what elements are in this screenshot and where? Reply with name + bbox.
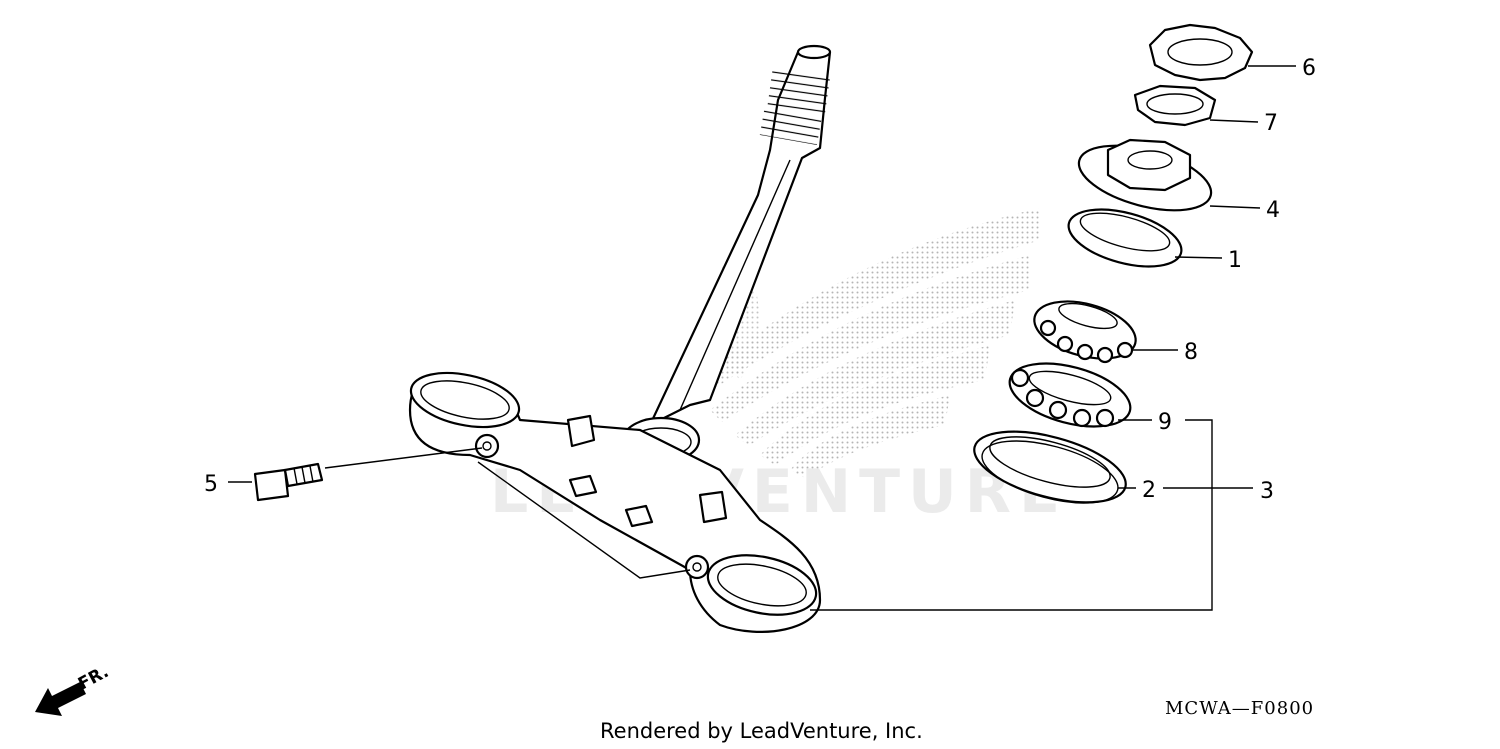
- callout-8: 8: [1184, 340, 1198, 365]
- leader-lines: [228, 65, 1296, 611]
- callout-2: 2: [1142, 478, 1156, 503]
- front-direction-arrow-icon: [35, 682, 86, 716]
- steering-stem-lock-nut: [1148, 23, 1254, 82]
- callout-3: 3: [1260, 479, 1274, 504]
- callout-4: 4: [1266, 198, 1280, 223]
- callout-5: 5: [204, 472, 218, 497]
- upper-steering-bearing: [1033, 300, 1137, 364]
- steering-stem-bracket: [408, 371, 822, 633]
- lock-washer: [1133, 84, 1217, 127]
- callout-1: 1: [1228, 248, 1242, 273]
- callout-7: 7: [1264, 111, 1278, 136]
- render-credit: Rendered by LeadVenture, Inc.: [600, 719, 923, 743]
- lower-bearing-race: [973, 430, 1127, 504]
- flange-bolt: [253, 462, 324, 502]
- callout-9: 9: [1158, 410, 1172, 435]
- dust-seal: [1067, 208, 1183, 268]
- diagram-code: MCWA—F0800: [1165, 698, 1314, 719]
- lower-steering-bearing: [1008, 362, 1132, 428]
- callout-6: 6: [1302, 56, 1316, 81]
- steering-stem-adjusting-nut: [1077, 138, 1213, 212]
